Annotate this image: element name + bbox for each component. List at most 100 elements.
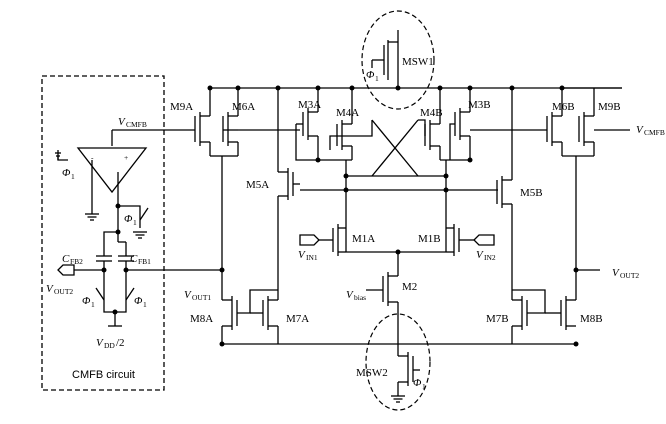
label-m3b: M3B <box>468 99 491 111</box>
cmfb-circuit-box <box>41 75 165 391</box>
m8a-transistor <box>221 296 238 344</box>
label-vcmfb-left: V <box>118 116 126 128</box>
m8b-transistor <box>560 296 576 330</box>
label-switch-right-phi: Φ <box>134 295 143 307</box>
label-msw1-phi: Φ <box>366 69 375 81</box>
m9b-transistor <box>578 88 595 156</box>
m5a-transistor <box>277 88 300 276</box>
reset-switch-blade <box>139 207 149 221</box>
label-cfb1-sub: FB1 <box>138 257 151 266</box>
label-vdd2: V <box>96 337 104 349</box>
label-cfb1: C <box>130 253 138 265</box>
label-cfb2: C <box>62 253 70 265</box>
m7a-transistor <box>262 276 279 344</box>
label-msw1-phi-sub: 1 <box>375 74 379 83</box>
label-m1b: M1B <box>418 233 441 245</box>
m7b-m8b-gate-wire <box>512 289 546 314</box>
m5-bias-junction-right <box>443 187 449 193</box>
m2-transistor <box>366 272 399 318</box>
reset-switch-wire <box>118 205 141 228</box>
msw1-highlight-ellipse <box>361 10 435 110</box>
right-mid-junction <box>443 173 449 179</box>
label-vdd2-sub: DD <box>104 341 115 350</box>
label-vout1: V <box>184 289 192 301</box>
m4a-transistor <box>336 88 353 160</box>
ground-junction-right <box>573 341 579 347</box>
label-m4a: M4A <box>336 107 359 119</box>
label-vout1-sub: OUT1 <box>192 293 211 302</box>
label-vout2-right-sub: OUT2 <box>620 271 639 280</box>
m5b-transistor <box>496 88 513 282</box>
label-vcmfb-right-sub: CMFB <box>644 128 665 137</box>
cmfb-circuit-caption: CMFB circuit <box>72 369 135 381</box>
vout1-left-junction <box>123 267 129 273</box>
label-msw2-phi: Φ <box>413 377 422 389</box>
label-amp-phi-sub: 1 <box>71 172 75 181</box>
label-switch-left-phi-sub: 1 <box>91 300 95 309</box>
m3a-diode-wire <box>295 124 318 161</box>
label-m3a: M3A <box>298 99 321 111</box>
label-m8a: M8A <box>190 313 213 325</box>
vout2-left-junction <box>101 267 107 273</box>
vdd2-junction <box>112 309 118 315</box>
label-vbias: V <box>346 289 354 301</box>
label-vout2-left: V <box>46 283 54 295</box>
cross-coupled-wires <box>329 119 426 177</box>
label-msw2: MSW2 <box>356 367 388 379</box>
label-vbias-sub: bias <box>354 293 366 302</box>
m5-bias-junction-left <box>343 187 349 193</box>
vin1-pin <box>299 234 320 246</box>
label-vcmfb-left-sub: CMFB <box>126 120 147 129</box>
label-switch-left-phi: Φ <box>82 295 91 307</box>
label-reset-phi: Φ <box>124 213 133 225</box>
label-m2: M2 <box>402 281 417 293</box>
label-cfb2-sub: FB2 <box>70 257 83 266</box>
cmfb-amplifier <box>76 147 148 194</box>
label-vcmfb-right: V <box>636 124 644 136</box>
m9a-transistor <box>194 88 222 157</box>
m6b-transistor <box>546 88 563 156</box>
label-m9b: M9B <box>598 101 621 113</box>
cap-top-junction <box>115 229 121 235</box>
m3a-transistor <box>302 88 319 160</box>
label-msw1: MSW1 <box>402 56 434 68</box>
m7b-transistor <box>511 282 528 344</box>
m4b-transistor <box>424 88 441 160</box>
msw2-transistor <box>397 344 420 396</box>
label-vin2-sub: IN2 <box>484 253 496 262</box>
msw2-highlight-ellipse <box>365 313 431 411</box>
label-vin2: V <box>476 249 484 261</box>
amp-ground-icon <box>85 213 99 221</box>
m6a-transistor <box>222 88 239 157</box>
msw1-transistor <box>371 30 399 88</box>
label-m7a: M7A <box>286 313 309 325</box>
label-vdd2-tail: /2 <box>116 337 125 349</box>
reset-ground-icon <box>133 231 147 239</box>
label-m1a: M1A <box>352 233 375 245</box>
label-m8b: M8B <box>580 313 603 325</box>
m1a-transistor <box>332 224 347 256</box>
label-vin1-sub: IN1 <box>306 253 318 262</box>
label-m7b: M7B <box>486 313 509 325</box>
label-m6a: M6A <box>232 101 255 113</box>
m1b-transistor <box>445 224 460 256</box>
label-amp-minus: - <box>91 153 94 162</box>
label-m6b: M6B <box>552 101 575 113</box>
label-msw2-phi-sub: 1 <box>422 382 426 391</box>
label-m9a: M9A <box>170 101 193 113</box>
vout2-right-junction <box>573 267 579 273</box>
vout2-left-pin <box>57 264 75 276</box>
tail-junction <box>395 249 401 255</box>
label-reset-phi-sub: 1 <box>133 218 137 227</box>
label-vout2-left-sub: OUT2 <box>54 287 73 296</box>
msw2-ground-icon <box>391 395 405 403</box>
m3b-diode-wire <box>449 123 455 160</box>
switch-right-blade <box>125 287 135 301</box>
label-amp-phi: Φ <box>62 167 71 179</box>
label-vout2-right: V <box>612 267 620 279</box>
cap-node-wire <box>103 231 119 242</box>
label-switch-right-phi-sub: 1 <box>143 300 147 309</box>
label-vin1: V <box>298 249 306 261</box>
amp-phi-ground-icon <box>55 150 61 160</box>
